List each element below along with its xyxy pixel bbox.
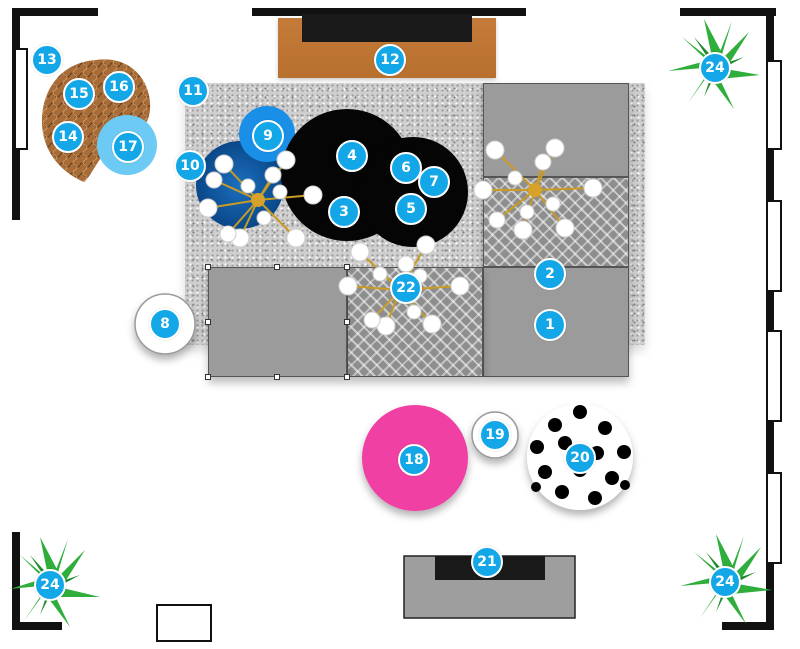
- doormat: [156, 604, 212, 642]
- selection-handle[interactable]: [344, 374, 350, 380]
- marker-5[interactable]: 5: [395, 193, 427, 225]
- window-left: [14, 48, 28, 150]
- selection-handle[interactable]: [274, 264, 280, 270]
- wall-left-lower: [12, 532, 20, 630]
- wall-bottom-left: [12, 622, 62, 630]
- wall-right: [766, 8, 774, 630]
- marker-24-top-right[interactable]: 24: [699, 52, 731, 84]
- marker-18[interactable]: 18: [398, 444, 430, 476]
- black-table-right[interactable]: [358, 137, 468, 247]
- marker-22[interactable]: 22: [390, 272, 422, 304]
- marker-14[interactable]: 14: [52, 121, 84, 153]
- wall-bottom-right: [722, 622, 774, 630]
- marker-1[interactable]: 1: [534, 309, 566, 341]
- ottoman-tile-selected[interactable]: [208, 267, 347, 377]
- marker-12[interactable]: 12: [374, 44, 406, 76]
- marker-17[interactable]: 17: [112, 131, 144, 163]
- marker-19[interactable]: 19: [479, 419, 511, 451]
- selection-handle[interactable]: [205, 319, 211, 325]
- marker-8[interactable]: 8: [149, 308, 181, 340]
- window-right-4: [766, 472, 782, 564]
- chandelier-icon[interactable]: [198, 150, 323, 248]
- marker-9[interactable]: 9: [252, 120, 284, 152]
- marker-21[interactable]: 21: [471, 546, 503, 578]
- marker-7[interactable]: 7: [418, 166, 450, 198]
- selection-handle[interactable]: [205, 264, 211, 270]
- selection-handle[interactable]: [205, 374, 211, 380]
- chandelier-icon[interactable]: [473, 138, 603, 240]
- selection-handle[interactable]: [274, 374, 280, 380]
- ottoman-tile-pattern-right[interactable]: [483, 177, 629, 267]
- marker-24-bottom-right[interactable]: 24: [709, 566, 741, 598]
- marker-24-bottom-left[interactable]: 24: [34, 569, 66, 601]
- selection-handle[interactable]: [344, 264, 350, 270]
- window-right-2: [766, 200, 782, 292]
- wall-top-left: [12, 8, 98, 16]
- marker-2[interactable]: 2: [534, 258, 566, 290]
- selection-handle[interactable]: [344, 319, 350, 325]
- wall-top-right: [680, 8, 776, 16]
- wall-top-center: [252, 8, 526, 16]
- marker-15[interactable]: 15: [63, 78, 95, 110]
- window-right-1: [766, 60, 782, 150]
- marker-16[interactable]: 16: [103, 71, 135, 103]
- tv-icon[interactable]: [302, 14, 472, 42]
- window-right-3: [766, 330, 782, 422]
- marker-11[interactable]: 11: [177, 75, 209, 107]
- marker-13[interactable]: 13: [31, 44, 63, 76]
- marker-6[interactable]: 6: [390, 152, 422, 184]
- marker-10[interactable]: 10: [174, 150, 206, 182]
- marker-20[interactable]: 20: [564, 442, 596, 474]
- marker-3[interactable]: 3: [328, 196, 360, 228]
- marker-4[interactable]: 4: [336, 140, 368, 172]
